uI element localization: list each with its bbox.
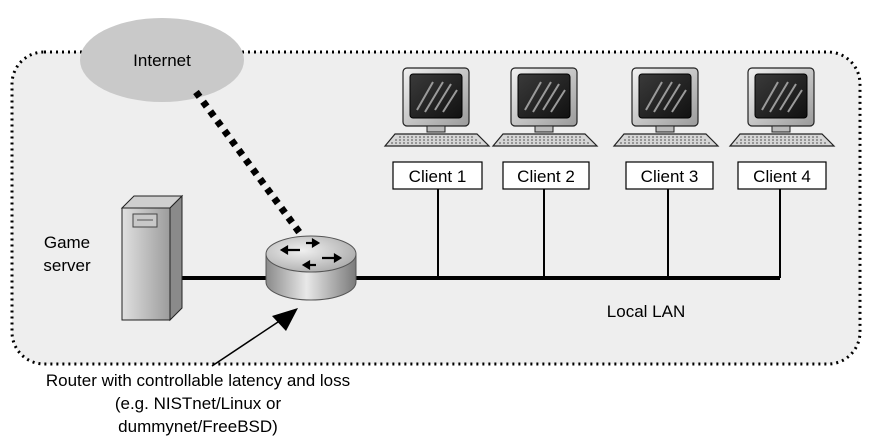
router-caption-line3: dummynet/FreeBSD): [118, 417, 278, 436]
client-1-box: [392, 161, 483, 190]
server-label-line1: Game: [44, 233, 90, 252]
client-2-label: Client 2: [517, 167, 575, 186]
client-1-label: Client 1: [409, 167, 467, 186]
lan-label: Local LAN: [607, 302, 685, 321]
game-server-icon: [120, 194, 184, 322]
router-pointer-head: [272, 308, 298, 331]
internet-cloud: [80, 18, 244, 102]
lan-boundary: [10, 50, 862, 366]
server-label-line2: server: [43, 256, 91, 275]
client-4-label: Client 4: [753, 167, 811, 186]
client-4-box: [737, 161, 827, 190]
router-caption-line1: Router with controllable latency and los…: [46, 371, 350, 390]
client-3-label: Client 3: [641, 167, 699, 186]
client-3-box: [625, 161, 714, 190]
client-2-box: [502, 161, 590, 190]
router-icon: [265, 235, 357, 301]
router-pointer: [211, 317, 285, 367]
internet-link: [193, 89, 305, 239]
router-caption-line2: (e.g. NISTnet/Linux or: [115, 394, 282, 413]
internet-label: Internet: [133, 51, 191, 70]
